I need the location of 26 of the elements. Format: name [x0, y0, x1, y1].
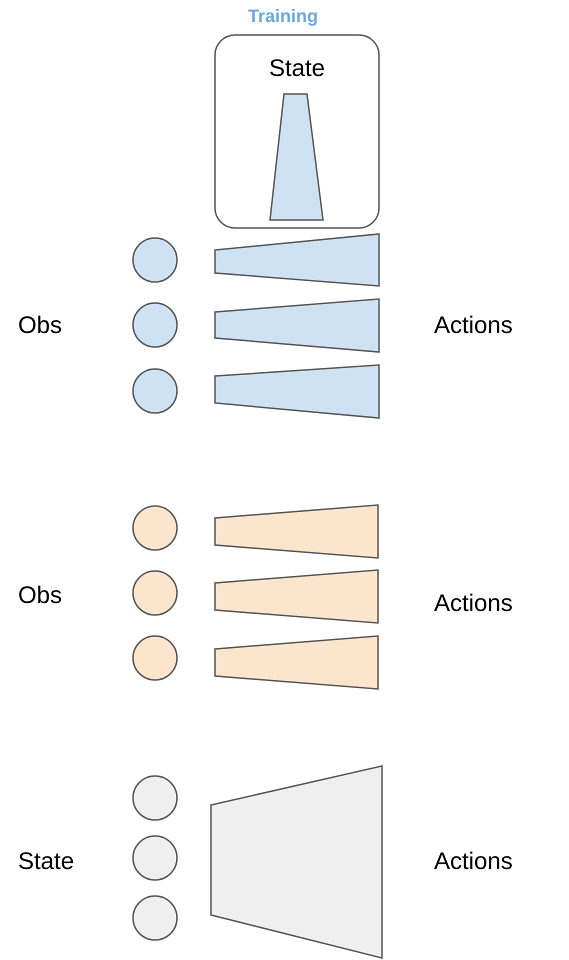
trapezoid-layer [215, 636, 378, 689]
circle-node [133, 369, 177, 413]
node-title: State [268, 57, 326, 81]
circle-node [133, 303, 177, 347]
input-label: Obs [18, 314, 62, 338]
circle-node [133, 836, 177, 880]
circle-node [133, 896, 177, 940]
trapezoid-layer [215, 505, 378, 558]
output-label: Actions [434, 592, 513, 616]
trapezoid-layer [270, 94, 323, 220]
trapezoid-layer [211, 766, 382, 958]
output-label: Actions [434, 314, 513, 338]
rounded-box [215, 35, 379, 228]
circle-node [133, 776, 177, 820]
trapezoid-layer [215, 365, 379, 418]
input-label: State [18, 850, 74, 874]
circle-node [133, 571, 177, 615]
circle-node [133, 506, 177, 550]
circle-node [133, 636, 177, 680]
trapezoid-layer [215, 234, 379, 286]
input-label: Obs [18, 584, 62, 608]
section-title: Training [248, 7, 318, 25]
trapezoid-layer [215, 570, 378, 623]
output-label: Actions [434, 850, 513, 874]
trapezoid-layer [215, 299, 379, 352]
circle-node [133, 238, 177, 282]
